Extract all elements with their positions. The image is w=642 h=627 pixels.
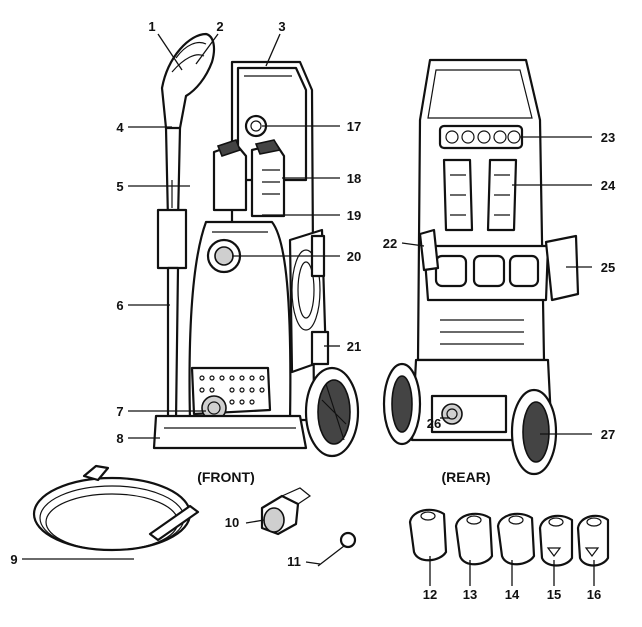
callout-26: 26	[427, 416, 441, 431]
cleaning-pin-drawing	[317, 531, 357, 567]
callout-23: 23	[601, 130, 615, 145]
hose-drawing	[32, 464, 200, 552]
callout-24: 24	[601, 178, 616, 193]
callout-25: 25	[601, 260, 615, 275]
leader-lines	[22, 33, 595, 586]
callout-6: 6	[116, 298, 123, 313]
callout-27: 27	[601, 427, 615, 442]
front-unit-drawing	[152, 32, 360, 458]
callout-12: 12	[423, 587, 437, 602]
callout-7: 7	[116, 404, 123, 419]
callout-17: 17	[347, 119, 361, 134]
callout-labels: 1 2 3 4 5 6 7 8 9 10 11 12 13 14 15 16 1…	[10, 19, 616, 602]
front-caption: (FRONT)	[197, 469, 255, 485]
callout-20: 20	[347, 249, 361, 264]
front-grille-holes	[199, 375, 265, 405]
rear-unit-drawing	[382, 58, 580, 476]
nozzle-tips-drawing	[408, 508, 610, 567]
callout-10: 10	[225, 515, 239, 530]
callout-14: 14	[505, 587, 520, 602]
callout-21: 21	[347, 339, 361, 354]
callout-5: 5	[116, 179, 123, 194]
rear-caption: (REAR)	[442, 469, 491, 485]
callout-9: 9	[10, 552, 17, 567]
callout-16: 16	[587, 587, 601, 602]
callout-3: 3	[278, 19, 285, 34]
callout-18: 18	[347, 171, 361, 186]
callout-2: 2	[216, 19, 223, 34]
callout-4: 4	[116, 120, 124, 135]
callout-11: 11	[287, 554, 301, 569]
callout-13: 13	[463, 587, 477, 602]
callout-1: 1	[148, 19, 155, 34]
callout-22: 22	[383, 236, 397, 251]
callout-8: 8	[116, 431, 123, 446]
callout-15: 15	[547, 587, 561, 602]
callout-19: 19	[347, 208, 361, 223]
adapter-drawing	[260, 487, 312, 536]
